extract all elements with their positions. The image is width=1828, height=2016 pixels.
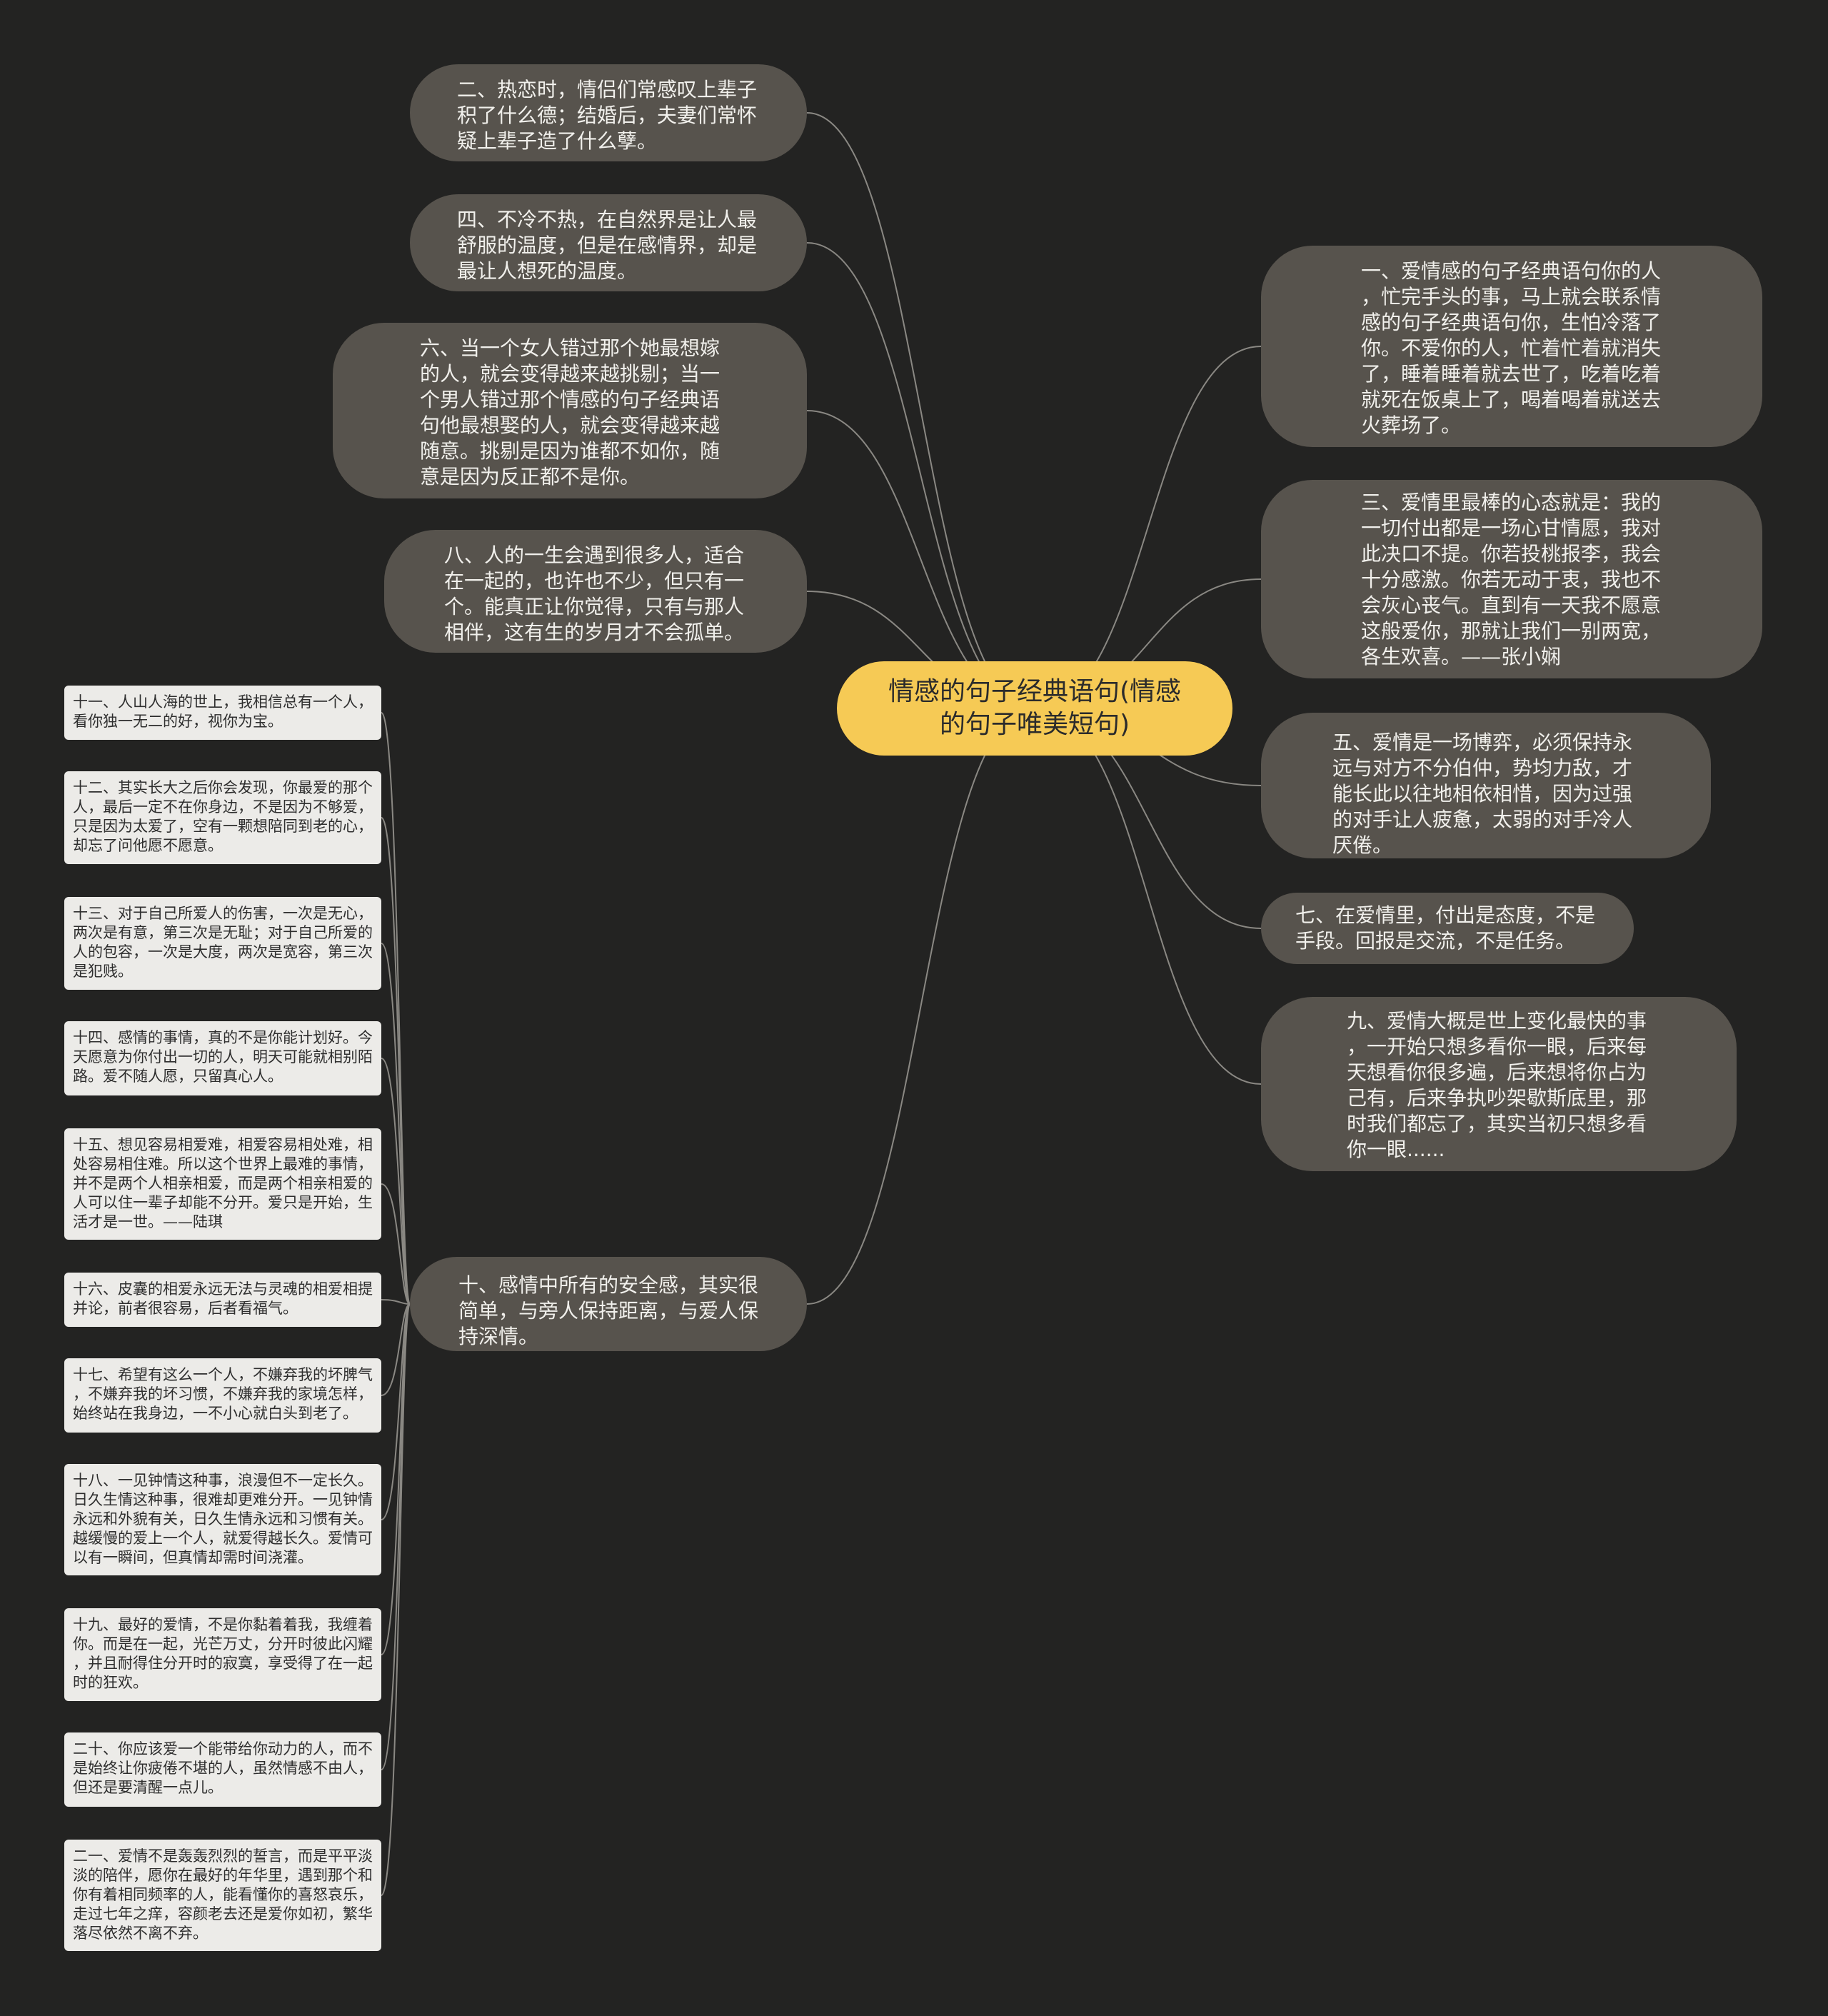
connector-sub-18 [381, 1303, 411, 1520]
connector-sub-15 [381, 1183, 411, 1305]
sub-item-21[interactable]: 二一、爱情不是轰轰烈烈的誓言，而是平平淡 淡的陪伴，愿你在最好的年华里，遇到那个… [64, 1840, 381, 1951]
sub-item-11[interactable]: 十一、人山人海的世上，我相信总有一个人， 看你独一无二的好，视你为宝。 [64, 686, 381, 740]
connector-sub-21 [381, 1303, 411, 1896]
branch-node-6[interactable]: 六、当一个女人错过那个她最想嫁 的人，就会变得越来越挑剔；当一 个男人错过那个情… [333, 323, 807, 498]
branch-node-4[interactable]: 四、不冷不热，在自然界是让人最 舒服的温度，但是在感情界，却是 最让人想死的温度… [410, 194, 807, 291]
connector-left-0 [806, 112, 1035, 709]
root-topic[interactable]: 情感的句子经典语句(情感 的句子唯美短句) [837, 661, 1232, 756]
connector-sub-14 [381, 1058, 411, 1305]
branch-node-5[interactable]: 五、爱情是一场博弈，必须保持永 远与对方不分伯仲，势均力敌，才 能长此以往地相依… [1261, 713, 1711, 858]
sub-item-14[interactable]: 十四、感情的事情，真的不是你能计划好。今 天愿意为你付出一切的人，明天可能就相别… [64, 1021, 381, 1095]
branch-node-1[interactable]: 一、爱情感的句子经典语句你的人 ，忙完手头的事，马上就会联系情 感的句子经典语句… [1261, 246, 1762, 447]
connector-left-4 [806, 708, 1035, 1305]
sub-item-20[interactable]: 二十、你应该爱一个能带给你动力的人，而不 是始终让你疲倦不堪的人，虽然情感不由人… [64, 1732, 381, 1807]
sub-item-12[interactable]: 十二、其实长大之后你会发现，你最爱的那个 人，最后一定不在你身边，不是因为不够爱… [64, 771, 381, 864]
connector-right-4 [1034, 708, 1262, 1085]
connector-sub-17 [381, 1303, 411, 1396]
sub-item-15[interactable]: 十五、想见容易相爱难，相爱容易相处难，相 处容易相住难。所以这个世界上最难的事情… [64, 1128, 381, 1240]
sub-item-16[interactable]: 十六、皮囊的相爱永远无法与灵魂的相爱相提 并论，前者很容易，后者看福气。 [64, 1273, 381, 1327]
connector-left-1 [806, 242, 1035, 709]
sub-item-13[interactable]: 十三、对于自己所爱人的伤害，一次是无心， 两次是有意，第三次是无耻；对于自己所爱… [64, 897, 381, 990]
sub-item-18[interactable]: 十八、一见钟情这种事，浪漫但不一定长久。 日久生情这种事，很难却更难分开。一见钟… [64, 1464, 381, 1575]
connector-right-0 [1034, 346, 1262, 709]
branch-node-9[interactable]: 九、爱情大概是世上变化最快的事 ，一开始只想多看你一眼，后来每 天想看你很多遍，… [1261, 997, 1737, 1171]
branch-node-10[interactable]: 十、感情中所有的安全感，其实很 简单，与旁人保持距离，与爱人保 持深情。 [410, 1257, 807, 1351]
connector-sub-11 [381, 712, 411, 1305]
branch-node-8[interactable]: 八、人的一生会遇到很多人，适合 在一起的，也许也不少，但只有一 个。能真正让你觉… [384, 530, 807, 653]
connector-sub-16 [381, 1299, 411, 1305]
branch-node-2[interactable]: 二、热恋时，情侣们常感叹上辈子 积了什么德；结婚后，夫妻们常怀 疑上辈子造了什么… [410, 64, 807, 161]
branch-node-3[interactable]: 三、爱情里最棒的心态就是：我的 一切付出都是一场心甘情愿，我对 此决口不提。你若… [1261, 480, 1762, 678]
sub-item-19[interactable]: 十九、最好的爱情，不是你黏着着我，我缠着 你。而是在一起，光芒万丈，分开时彼此闪… [64, 1608, 381, 1701]
connector-sub-13 [381, 943, 411, 1305]
branch-node-7[interactable]: 七、在爱情里，付出是态度，不是 手段。回报是交流，不是任务。 [1261, 893, 1634, 964]
sub-item-17[interactable]: 十七、希望有这么一个人，不嫌弃我的坏脾气 ，不嫌弃我的坏习惯，不嫌弃我的家境怎样… [64, 1358, 381, 1433]
